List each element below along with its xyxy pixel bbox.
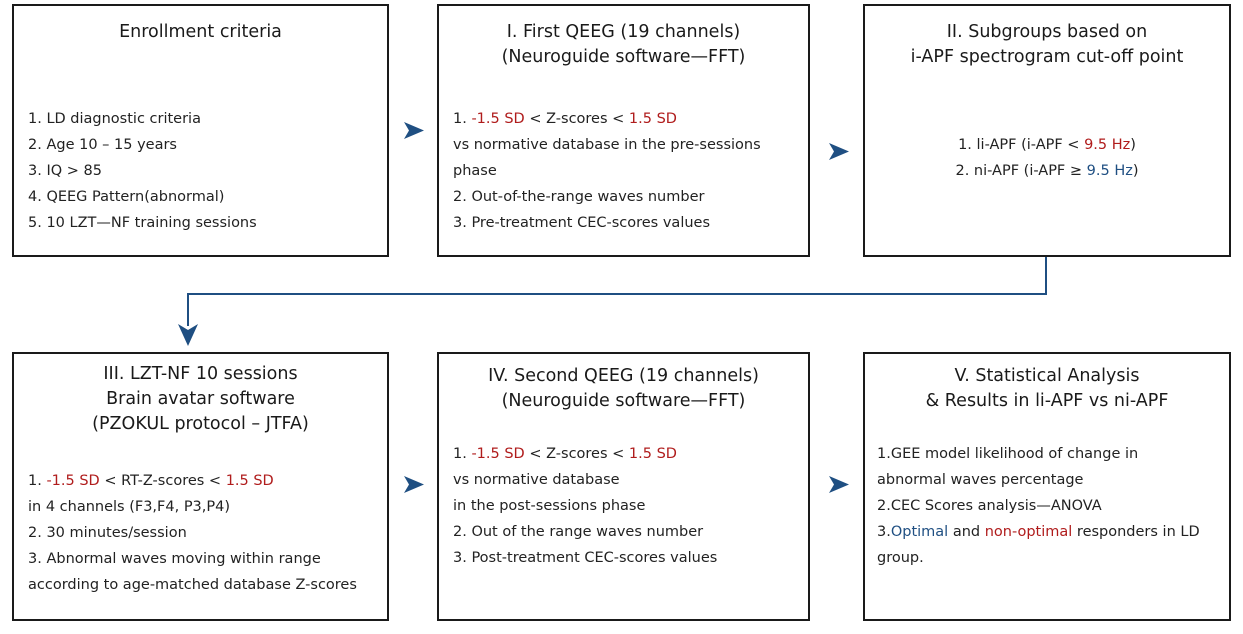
lzt-nf-title: III. LZT-NF 10 sessions Brain avatar sof… [14, 362, 387, 437]
lzt-nf-software: Brain avatar software [106, 389, 295, 409]
second-qeeg-item: 2. Out of the range waves number [453, 524, 704, 540]
first-qeeg-subtitle: (Neuroguide software—FFT) [501, 47, 746, 67]
statistical-item: abnormal waves percentage [877, 472, 1084, 488]
lzt-nf-item: 3. Abnormal waves moving within range [28, 551, 321, 567]
paren-close: ) [1132, 163, 1139, 179]
subgroups-subtitle: i-APF spectrogram cut-off point [910, 47, 1184, 67]
enrollment-item: 5. 10 LZT—NF training sessions [28, 215, 257, 231]
enrollment-item: 2. Age 10 – 15 years [28, 137, 177, 153]
lower-bound-value: -1.5 SD [471, 111, 525, 127]
zscore-label: < Z-scores < [524, 111, 629, 127]
enrollment-item: 3. IQ > 85 [28, 163, 102, 179]
statistical-item: group. [877, 550, 924, 566]
lower-bound-value: -1.5 SD [46, 473, 100, 489]
lzt-nf-item: 2. 30 minutes/session [28, 525, 187, 541]
second-qeeg-item: 3. Post-treatment CEC-scores values [453, 550, 718, 566]
subgroup-li-apf: 1. li-APF (i-APF < 9.5 Hz) [865, 132, 1229, 158]
second-qeeg-title: IV. Second QEEG (19 channels) (Neuroguid… [439, 364, 808, 414]
subgroups-list: 1. li-APF (i-APF < 9.5 Hz) 2. ni-APF (i-… [865, 132, 1229, 184]
first-qeeg-title-line: I. First QEEG (19 channels) [506, 22, 741, 42]
lzt-nf-item: according to age-matched database Z-scor… [28, 577, 357, 593]
second-qeeg-zscore-item: 1. -1.5 SD < Z-scores < 1.5 SD [453, 441, 802, 467]
upper-bound-value: 1.5 SD [628, 446, 677, 462]
and-label: and [948, 524, 985, 540]
enrollment-item: 4. QEEG Pattern(abnormal) [28, 189, 225, 205]
lzt-nf-protocol: (PZOKUL protocol – JTFA) [92, 414, 309, 434]
arrowhead-right-icon [829, 476, 849, 493]
subgroups-title-line: II. Subgroups based on [946, 22, 1148, 42]
second-qeeg-box: IV. Second QEEG (19 channels) (Neuroguid… [437, 352, 810, 621]
subgroups-title: II. Subgroups based on i-APF spectrogram… [865, 20, 1229, 70]
first-qeeg-box: I. First QEEG (19 channels) (Neuroguide … [437, 4, 810, 257]
cutoff-value: 9.5 Hz [1084, 137, 1131, 153]
item-number: 1. [453, 111, 472, 127]
optimal-label: Optimal [890, 524, 949, 540]
lzt-nf-sessions-box: III. LZT-NF 10 sessions Brain avatar sof… [12, 352, 389, 621]
responders-item: 3.Optimal and non-optimal responders in … [877, 519, 1223, 545]
enrollment-criteria-list: 1. LD diagnostic criteria 2. Age 10 – 15… [28, 106, 381, 236]
upper-bound-value: 1.5 SD [225, 473, 274, 489]
second-qeeg-item: vs normative database [453, 472, 620, 488]
arrowhead-right-icon [404, 122, 424, 139]
arrowhead-right-icon [404, 476, 424, 493]
lzt-nf-zscore-item: 1. -1.5 SD < RT-Z-scores < 1.5 SD [28, 468, 381, 494]
lzt-nf-item: in 4 channels (F3,F4, P3,P4) [28, 499, 231, 515]
statistical-item: 2.CEC Scores analysis—ANOVA [877, 498, 1102, 514]
first-qeeg-zscore-item: 1. -1.5 SD < Z-scores < 1.5 SD [453, 106, 802, 132]
first-qeeg-item: phase [453, 163, 497, 179]
statistical-analysis-title-line: V. Statistical Analysis [954, 366, 1140, 386]
enrollment-item: 1. LD diagnostic criteria [28, 111, 201, 127]
first-qeeg-title: I. First QEEG (19 channels) (Neuroguide … [439, 20, 808, 70]
statistical-analysis-box: V. Statistical Analysis & Results in li-… [863, 352, 1231, 621]
second-qeeg-item: in the post-sessions phase [453, 498, 646, 514]
lzt-nf-list: 1. -1.5 SD < RT-Z-scores < 1.5 SD in 4 c… [28, 468, 381, 598]
statistical-analysis-subtitle: & Results in li-APF vs ni-APF [925, 391, 1169, 411]
responders-label: responders in LD [1072, 524, 1200, 540]
second-qeeg-subtitle: (Neuroguide software—FFT) [501, 391, 746, 411]
paren-close: ) [1130, 137, 1136, 153]
first-qeeg-item: 3. Pre-treatment CEC-scores values [453, 215, 711, 231]
item-number: 1. [28, 473, 47, 489]
zscore-label: < Z-scores < [524, 446, 629, 462]
item-number: 3. [877, 524, 891, 540]
cutoff-value: 9.5 Hz [1086, 163, 1133, 179]
zscore-label: < RT-Z-scores < [99, 473, 226, 489]
subgroups-box: II. Subgroups based on i-APF spectrogram… [863, 4, 1231, 257]
item-number: 1. [453, 446, 472, 462]
statistical-analysis-list: 1.GEE model likelihood of change in abno… [877, 441, 1223, 571]
first-qeeg-item: 2. Out-of-the-range waves number [453, 189, 705, 205]
enrollment-criteria-title: Enrollment criteria [119, 22, 282, 42]
non-optimal-label: non-optimal [984, 524, 1073, 540]
subgroup-label: 2. ni-APF (i-APF ≥ [955, 163, 1087, 179]
statistical-analysis-title: V. Statistical Analysis & Results in li-… [865, 364, 1229, 414]
subgroup-ni-apf: 2. ni-APF (i-APF ≥ 9.5 Hz) [865, 158, 1229, 184]
first-qeeg-list: 1. -1.5 SD < Z-scores < 1.5 SD vs normat… [453, 106, 802, 236]
first-qeeg-item: vs normative database in the pre-session… [453, 137, 761, 153]
arrowhead-right-icon [829, 143, 849, 160]
second-qeeg-list: 1. -1.5 SD < Z-scores < 1.5 SD vs normat… [453, 441, 802, 571]
subgroup-label: 1. li-APF (i-APF < [958, 137, 1085, 153]
lower-bound-value: -1.5 SD [471, 446, 525, 462]
upper-bound-value: 1.5 SD [628, 111, 677, 127]
enrollment-criteria-box: Enrollment criteria 1. LD diagnostic cri… [12, 4, 389, 257]
second-qeeg-title-line: IV. Second QEEG (19 channels) [488, 366, 759, 386]
lzt-nf-title-line: III. LZT-NF 10 sessions [103, 364, 298, 384]
statistical-item: 1.GEE model likelihood of change in [877, 446, 1139, 462]
